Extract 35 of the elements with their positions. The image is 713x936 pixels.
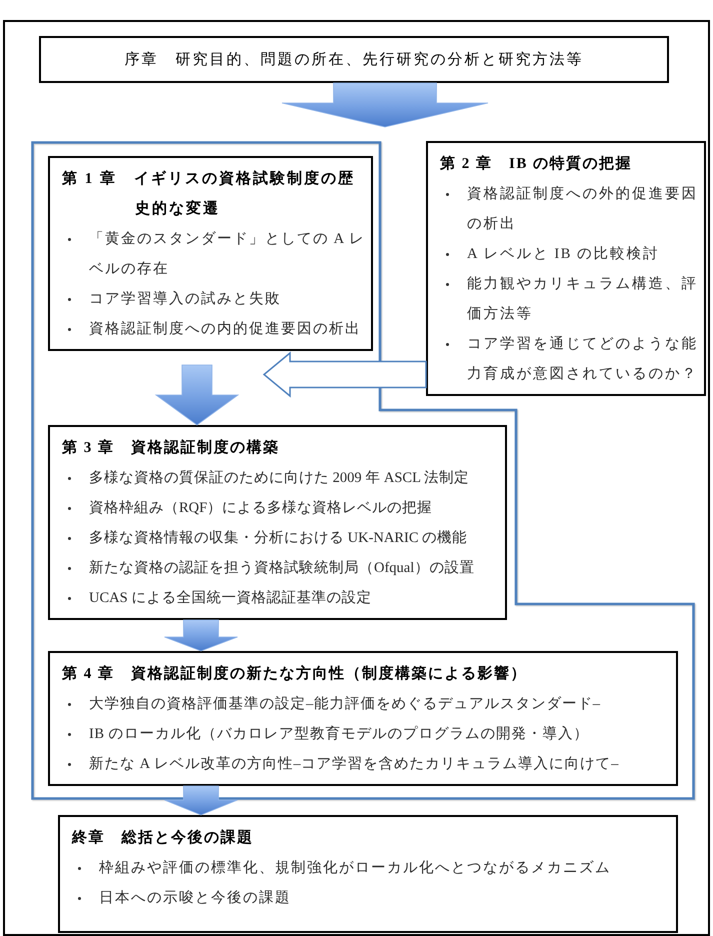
bullet-item: 多様な資格の質保証のために向けた 2009 年 ASCL 法制定 <box>68 463 501 493</box>
bullet-item: 枠組みや評価の標準化、規制強化がローカル化へとつながるメカニズム <box>78 853 672 883</box>
chapter-heading: 第 2 章 IB の特質の把握 <box>440 154 634 174</box>
bullet-item: UCAS による全国統一資格認証基準の設定 <box>68 583 501 613</box>
bullet-item: 多様な資格情報の収集・分析における UK-NARIC の機能 <box>68 523 501 553</box>
bullet-item: 新たな A レベル改革の方向性–コア学習を含めたカリキュラム導入に向けて– <box>68 749 672 779</box>
bullet-item: 日本への示唆と今後の課題 <box>78 883 672 913</box>
chapter-heading: 第 3 章 資格認証制度の構築 <box>62 438 280 458</box>
chapter-box <box>426 141 706 396</box>
chapter-heading: 第 1 章 イギリスの資格試験制度の歴史的な変遷 <box>62 169 356 219</box>
block-arrow <box>282 82 488 128</box>
bullet-item: コア学習を通じてどのような能力育成が意図されているのか？ <box>446 329 700 389</box>
bullet-item: 資格認証制度への内的促進要因の析出 <box>68 314 367 344</box>
hollow-arrow <box>262 351 427 398</box>
bullet-item: A レベルと IB の比較検討 <box>446 239 700 269</box>
chapter-box <box>58 815 678 933</box>
group-outline <box>31 141 695 800</box>
chapter-box <box>39 36 669 83</box>
bullet-item: 大学独自の資格評価基準の設定–能力評価をめぐるデュアルスタンダード– <box>68 689 672 719</box>
chapter-heading: 終章 総括と今後の課題 <box>72 828 254 848</box>
chapter-box <box>48 425 507 620</box>
bullet-item: 能力観やカリキュラム構造、評価方法等 <box>446 269 700 329</box>
block-arrow <box>154 364 240 426</box>
block-arrow <box>164 786 238 816</box>
bullet-item: 資格枠組み（RQF）による多様な資格レベルの把握 <box>68 493 501 523</box>
bullet-item: コア学習導入の試みと失敗 <box>68 284 367 314</box>
chapter-box <box>48 156 373 351</box>
chapter-heading: 序章 研究目的、問題の所在、先行研究の分析と研究方法等 <box>124 50 584 70</box>
block-arrow <box>164 620 238 652</box>
bullet-item: 新たな資格の認証を担う資格試験統制局（Ofqual）の設置 <box>68 553 501 583</box>
bullet-item: IB のローカル化（バカロレア型教育モデルのプログラムの開発・導入） <box>68 719 672 749</box>
bullet-item: 「黄金のスタンダード」としての A レベルの存在 <box>68 224 367 284</box>
bullet-item: 資格認証制度への外的促進要因の析出 <box>446 179 700 239</box>
chapter-heading: 第 4 章 資格認証制度の新たな方向性（制度構築による影響） <box>62 664 528 684</box>
chapter-box <box>48 651 678 786</box>
